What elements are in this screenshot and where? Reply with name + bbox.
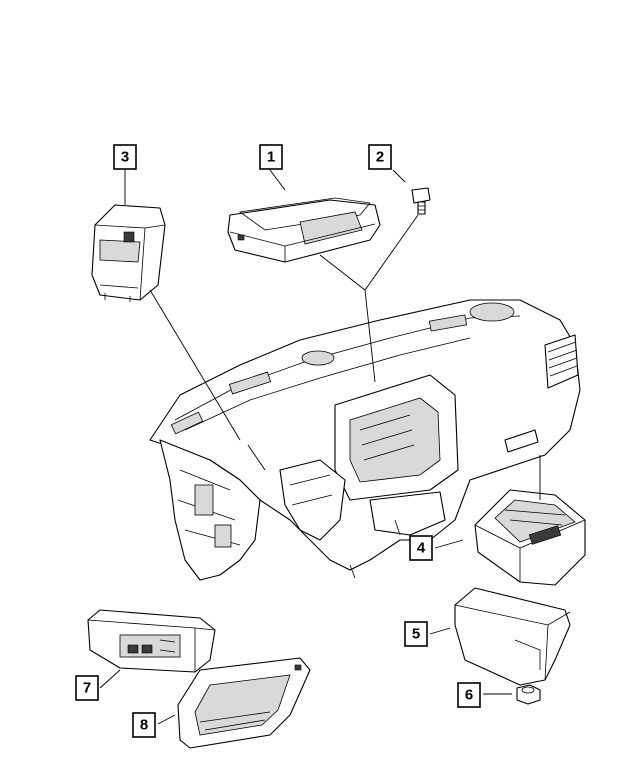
callout-4-label: 4 bbox=[417, 540, 426, 557]
leader-8 bbox=[157, 714, 176, 725]
leader-panel bbox=[247, 444, 266, 471]
part-7-switch-bezel-icon bbox=[87, 609, 216, 673]
callout-2: 2 bbox=[368, 144, 392, 170]
callout-1-label: 1 bbox=[267, 149, 275, 166]
callout-3: 3 bbox=[113, 144, 137, 170]
callout-7: 7 bbox=[75, 675, 99, 701]
instrument-panel-icon bbox=[149, 299, 581, 581]
part-8-glove-box-frame-icon bbox=[177, 657, 311, 749]
leader-1b bbox=[319, 254, 366, 291]
callout-5: 5 bbox=[404, 621, 428, 647]
leader-1c bbox=[364, 289, 376, 383]
callout-7-label: 7 bbox=[83, 680, 91, 697]
leader-lines bbox=[99, 169, 541, 725]
part-6-nut-icon bbox=[516, 684, 541, 705]
leader-2b bbox=[364, 214, 419, 291]
leader-1 bbox=[269, 169, 286, 191]
leader-5 bbox=[429, 627, 451, 635]
leader-4 bbox=[434, 539, 464, 549]
leader-3b bbox=[149, 289, 241, 441]
part-3-bracket-module-icon bbox=[91, 204, 166, 302]
callout-1: 1 bbox=[259, 144, 283, 170]
callout-3-label: 3 bbox=[121, 149, 129, 166]
part-2-bolt-icon bbox=[411, 187, 431, 215]
part-4-junction-box-icon bbox=[474, 489, 586, 586]
part-1-module-icon bbox=[227, 197, 381, 263]
callout-5-label: 5 bbox=[412, 626, 420, 643]
leader-2 bbox=[392, 169, 406, 183]
callout-6-label: 6 bbox=[465, 687, 473, 704]
leader-7 bbox=[99, 669, 121, 689]
callout-4: 4 bbox=[409, 535, 433, 561]
callout-2-label: 2 bbox=[376, 149, 384, 166]
callout-6: 6 bbox=[457, 682, 481, 708]
part-5-cover-icon bbox=[454, 587, 571, 686]
callout-8-label: 8 bbox=[140, 717, 148, 734]
callout-8: 8 bbox=[132, 712, 156, 738]
